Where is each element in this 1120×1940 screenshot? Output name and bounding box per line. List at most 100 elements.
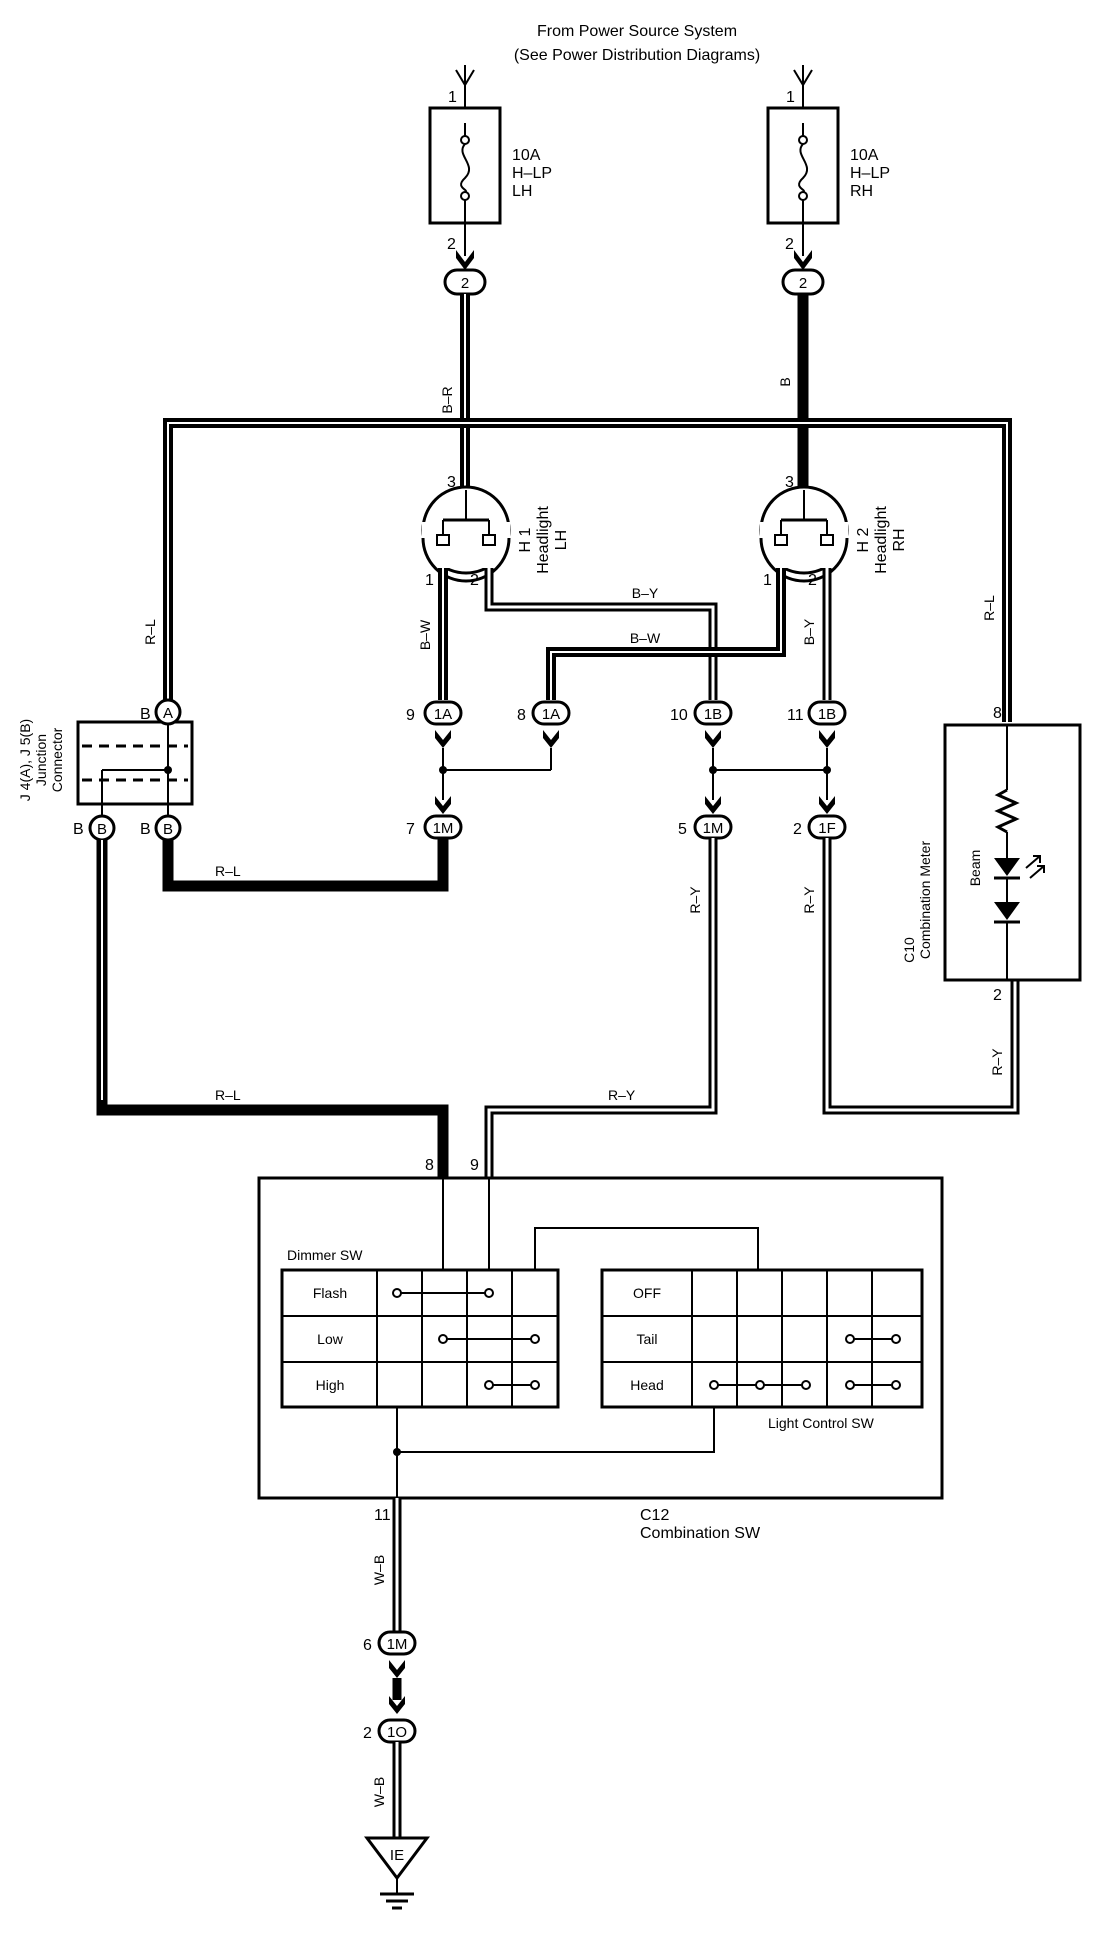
svg-text:9: 9	[470, 1157, 479, 1174]
svg-text:LH: LH	[553, 530, 570, 550]
wire-r-y-1: R–Y R–Y	[484, 838, 718, 1178]
junction-2-left: 2	[443, 268, 487, 296]
svg-text:B: B	[97, 821, 107, 838]
svg-text:Combination SW: Combination SW	[640, 1525, 761, 1542]
svg-text:6: 6	[363, 1637, 372, 1654]
svg-text:1M: 1M	[433, 820, 454, 837]
svg-text:2: 2	[808, 572, 817, 589]
svg-text:1B: 1B	[704, 706, 722, 723]
wire-r-l-bottom1: R–L	[162, 838, 449, 892]
svg-text:C10: C10	[901, 937, 917, 963]
svg-text:Low: Low	[317, 1331, 344, 1347]
svg-text:1: 1	[763, 572, 772, 589]
svg-text:LH: LH	[512, 183, 532, 200]
svg-text:Beam: Beam	[967, 850, 983, 887]
svg-text:1: 1	[786, 89, 795, 106]
wire-b-y-right: B–Y	[801, 568, 832, 700]
svg-text:RH: RH	[891, 528, 908, 551]
svg-text:H 1: H 1	[517, 527, 534, 552]
svg-text:B: B	[163, 821, 173, 838]
fuse-lh: 1 10A H–LP LH 2	[428, 65, 552, 270]
svg-text:1B: 1B	[818, 706, 836, 723]
svg-text:3: 3	[785, 474, 794, 491]
svg-text:2: 2	[799, 275, 807, 292]
svg-text:R–Y: R–Y	[989, 1048, 1005, 1076]
wire-r-y-meter: R–Y R–Y	[801, 838, 1020, 1115]
svg-text:C12: C12	[640, 1507, 669, 1524]
svg-text:8: 8	[425, 1157, 434, 1174]
wire-r-l-loop: R–L R–L	[142, 418, 1012, 722]
svg-text:2: 2	[363, 1725, 372, 1742]
svg-text:H–LP: H–LP	[850, 165, 890, 182]
svg-text:W–B: W–B	[371, 1777, 387, 1807]
wire-b-r: B–R	[439, 294, 470, 490]
svg-text:9: 9	[406, 707, 415, 724]
svg-text:Light Control SW: Light Control SW	[768, 1415, 875, 1431]
svg-text:2: 2	[470, 572, 479, 589]
svg-text:1A: 1A	[434, 706, 452, 723]
svg-text:Flash: Flash	[313, 1285, 347, 1301]
svg-text:B–W: B–W	[630, 630, 661, 646]
ground-run: W–B 1M 6 1O 2 W–B IE	[363, 1498, 430, 1910]
svg-text:H 2: H 2	[855, 527, 872, 552]
connector-row-1: 1A 9 1A 8 1B 10 1B 11	[406, 700, 847, 726]
svg-text:R–L: R–L	[142, 619, 158, 645]
svg-text:Combination Meter: Combination Meter	[917, 841, 933, 960]
svg-text:B–Y: B–Y	[632, 585, 659, 601]
svg-text:B–W: B–W	[417, 619, 433, 650]
svg-text:2: 2	[793, 821, 802, 838]
svg-text:A: A	[163, 705, 173, 722]
svg-text:10: 10	[670, 707, 688, 724]
svg-text:R–Y: R–Y	[801, 886, 817, 914]
svg-text:R–L: R–L	[215, 1087, 241, 1103]
svg-text:J 4(A), J 5(B): J 4(A), J 5(B)	[17, 719, 33, 801]
svg-text:B: B	[777, 377, 793, 386]
wire-b-w-left: B–W	[417, 568, 448, 700]
wire-b-y-mid: B–Y	[484, 568, 718, 700]
headlight-h2: 3 1 2 H 2 Headlight RH	[759, 474, 908, 589]
svg-text:2: 2	[447, 236, 456, 253]
svg-text:B: B	[140, 706, 151, 723]
svg-text:1M: 1M	[703, 820, 724, 837]
svg-text:Connector: Connector	[49, 727, 65, 792]
svg-text:8: 8	[993, 705, 1002, 722]
svg-text:10A: 10A	[850, 147, 879, 164]
junction-connector: A B B B B B J 4(A), J 5(B) Junction Conn…	[17, 698, 194, 842]
svg-text:1O: 1O	[387, 1724, 407, 1741]
svg-text:OFF: OFF	[633, 1285, 661, 1301]
svg-text:RH: RH	[850, 183, 873, 200]
splices	[435, 730, 835, 814]
headlight-h1: 3 1 2 H 1 Headlight LH	[421, 474, 570, 589]
svg-text:R–L: R–L	[215, 863, 241, 879]
svg-text:8: 8	[517, 707, 526, 724]
svg-text:7: 7	[406, 821, 415, 838]
svg-text:Tail: Tail	[636, 1331, 657, 1347]
svg-text:B–Y: B–Y	[801, 618, 817, 645]
svg-text:5: 5	[678, 821, 687, 838]
svg-text:Headlight: Headlight	[873, 506, 890, 574]
svg-text:Dimmer SW: Dimmer SW	[287, 1247, 363, 1263]
svg-text:1: 1	[448, 89, 457, 106]
svg-text:High: High	[316, 1377, 345, 1393]
svg-text:1F: 1F	[818, 820, 836, 837]
svg-text:3: 3	[447, 474, 456, 491]
svg-text:R–Y: R–Y	[608, 1087, 636, 1103]
connector-row-2: 1M 7 1M 5 1F 2	[406, 814, 847, 840]
wire-b-w-mid: B–W	[546, 568, 786, 700]
svg-text:11: 11	[374, 1507, 391, 1524]
svg-text:1M: 1M	[387, 1636, 408, 1653]
fuse-rh: 1 10A H–LP RH 2	[766, 65, 890, 270]
svg-text:Head: Head	[630, 1377, 663, 1393]
svg-text:R–L: R–L	[981, 595, 997, 621]
junction-2-right: 2	[781, 268, 825, 296]
svg-text:10A: 10A	[512, 147, 541, 164]
svg-text:R–Y: R–Y	[687, 886, 703, 914]
svg-text:1: 1	[425, 572, 434, 589]
svg-text:B: B	[140, 821, 151, 838]
svg-text:11: 11	[787, 707, 804, 724]
source-line1: From Power Source System	[537, 23, 737, 40]
wire-r-l-bottom2: R–L	[96, 840, 449, 1178]
svg-text:IE: IE	[390, 1847, 404, 1864]
svg-text:W–B: W–B	[371, 1555, 387, 1585]
